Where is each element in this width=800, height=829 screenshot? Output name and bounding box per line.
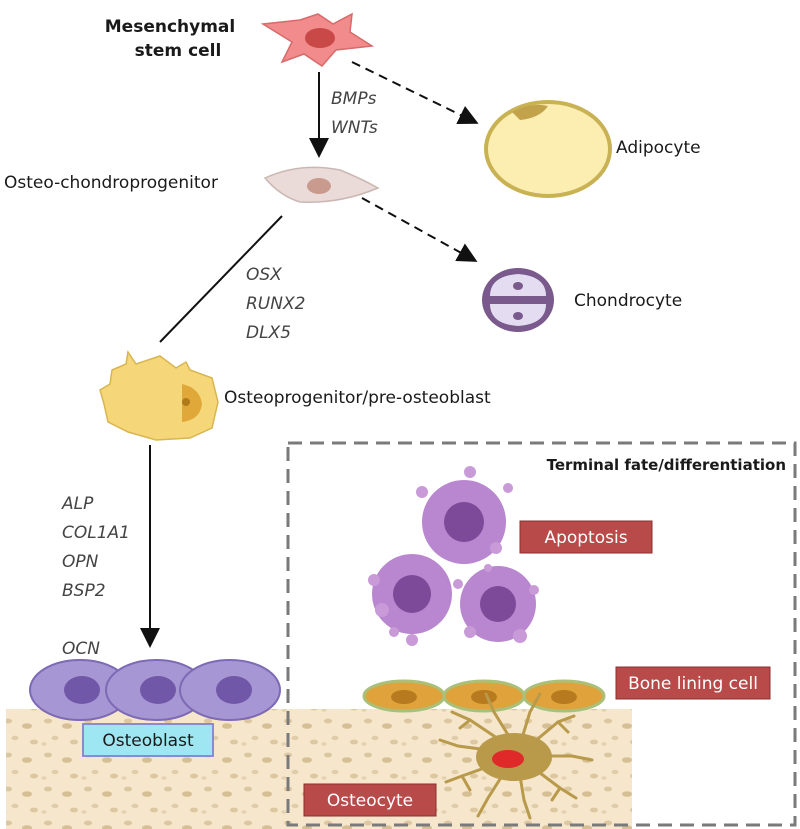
apoptotic-cells: [368, 466, 539, 646]
line-ocp-to-op: [159, 215, 283, 343]
msc-label-line2: stem cell: [135, 41, 222, 61]
bone-lining-cells: [362, 679, 606, 713]
factor-bsp2: BSP2: [62, 581, 106, 601]
adipocyte-label: Adipocyte: [616, 138, 701, 158]
marker-ocn: OCN: [62, 639, 100, 659]
factor-osx: OSX: [246, 265, 282, 285]
chondrocyte-label: Chondrocyte: [574, 291, 682, 311]
osteoprogenitor-cell: [99, 350, 219, 441]
bone-lining-label-box: [615, 666, 771, 700]
factor-bmps: BMPs: [331, 89, 377, 109]
osteoprogenitor-label: Osteoprogenitor/pre-osteoblast: [224, 388, 491, 408]
factor-dlx5: DLX5: [246, 323, 291, 343]
arrow-msc-to-adipocyte: [351, 61, 479, 124]
bone-lining-label: Bone lining cell: [628, 674, 758, 694]
factor-col1a1: COL1A1: [62, 523, 130, 543]
factor-opn: OPN: [62, 552, 99, 572]
osteoblast-layer: [29, 659, 281, 721]
apoptosis-label-box: [519, 520, 653, 554]
terminal-fate-box: [286, 441, 797, 827]
terminal-fate-title: Terminal fate/differentiation: [547, 456, 786, 474]
msc-cell: [260, 12, 375, 67]
ocp-label: Osteo-chondroprogenitor: [4, 173, 218, 193]
adipocyte-cell: [484, 100, 612, 198]
osteoblast-label-box: [82, 723, 214, 757]
ocp-cell: [263, 166, 380, 203]
osteoblast-label: Osteoblast: [102, 731, 194, 751]
msc-label: Mesenchymal: [105, 17, 235, 37]
chondrocyte-cell: [482, 268, 554, 332]
arrow-ocp-to-chondrocyte: [361, 197, 478, 262]
factor-alp: ALP: [61, 494, 94, 514]
osteocyte-label-box: [303, 783, 437, 817]
apoptosis-label: Apoptosis: [544, 528, 627, 548]
osteocyte-label: Osteocyte: [327, 791, 413, 811]
factor-runx2: RUNX2: [246, 294, 305, 314]
factor-wnts: WNTs: [331, 118, 378, 138]
osteocyte-cell: [438, 692, 594, 820]
